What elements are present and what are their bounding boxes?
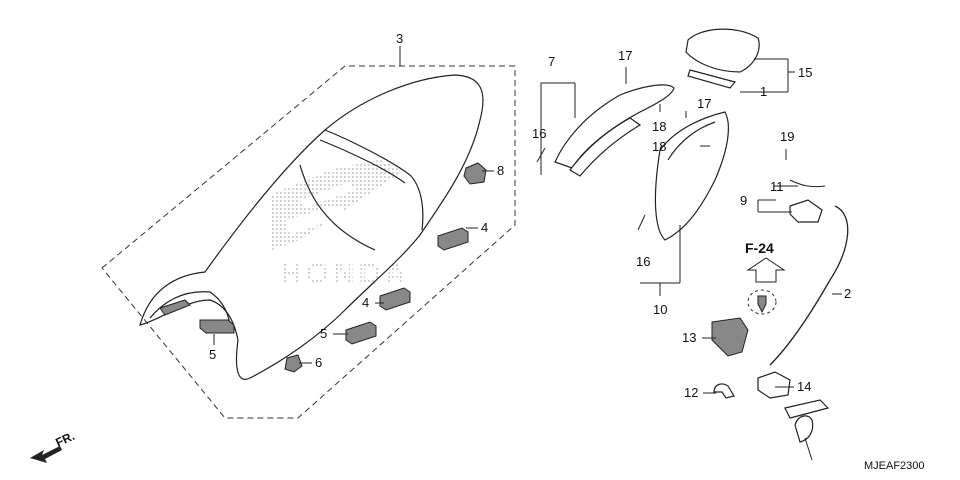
seat-cowl xyxy=(637,111,730,241)
front-indicator-label: FR. xyxy=(53,429,76,450)
callout-3: 3 xyxy=(396,31,403,46)
seat-hardware xyxy=(199,162,487,373)
honda-watermark: HONDA xyxy=(280,257,410,290)
bolt xyxy=(757,295,767,314)
rear-cover xyxy=(536,84,675,177)
callout-17-upper: 17 xyxy=(618,48,632,63)
main-seat xyxy=(139,74,484,380)
callout-18-lower: 18 xyxy=(652,139,666,154)
callout-14: 14 xyxy=(797,379,811,394)
key-holder xyxy=(711,317,749,357)
callout-7: 7 xyxy=(548,54,555,69)
reference-arrow xyxy=(746,257,786,283)
seat-lock xyxy=(789,179,826,223)
reference-label: F-24 xyxy=(745,240,774,256)
clip xyxy=(713,383,735,399)
lock-cylinder xyxy=(757,371,830,461)
callout-11: 11 xyxy=(770,179,784,194)
callout-5-right: 5 xyxy=(320,326,327,341)
callout-1: 1 xyxy=(760,84,767,99)
callout-16-upper: 16 xyxy=(532,126,546,141)
honda-wing-logo xyxy=(270,160,405,250)
callout-4-lower: 4 xyxy=(362,295,369,310)
grab-rail xyxy=(685,28,760,89)
seat-assembly-outline xyxy=(101,65,516,419)
callout-16-lower: 16 xyxy=(636,254,650,269)
callout-9: 9 xyxy=(740,193,747,208)
callout-4-upper: 4 xyxy=(481,220,488,235)
callout-6: 6 xyxy=(315,355,322,370)
callout-12: 12 xyxy=(684,385,698,400)
callout-15: 15 xyxy=(798,65,812,80)
callout-8: 8 xyxy=(497,163,504,178)
diagram-code: MJEAF2300 xyxy=(864,460,925,472)
leader-lines xyxy=(213,46,842,394)
callout-10: 10 xyxy=(653,302,667,317)
callout-5-left: 5 xyxy=(209,347,216,362)
callout-17-lower: 17 xyxy=(697,96,711,111)
reference-oval xyxy=(747,289,777,315)
callout-2: 2 xyxy=(844,286,851,301)
callout-18-upper: 18 xyxy=(652,119,666,134)
front-arrow xyxy=(30,446,62,463)
callout-13: 13 xyxy=(682,330,696,345)
seat-cable xyxy=(769,205,849,366)
callout-19: 19 xyxy=(780,129,794,144)
